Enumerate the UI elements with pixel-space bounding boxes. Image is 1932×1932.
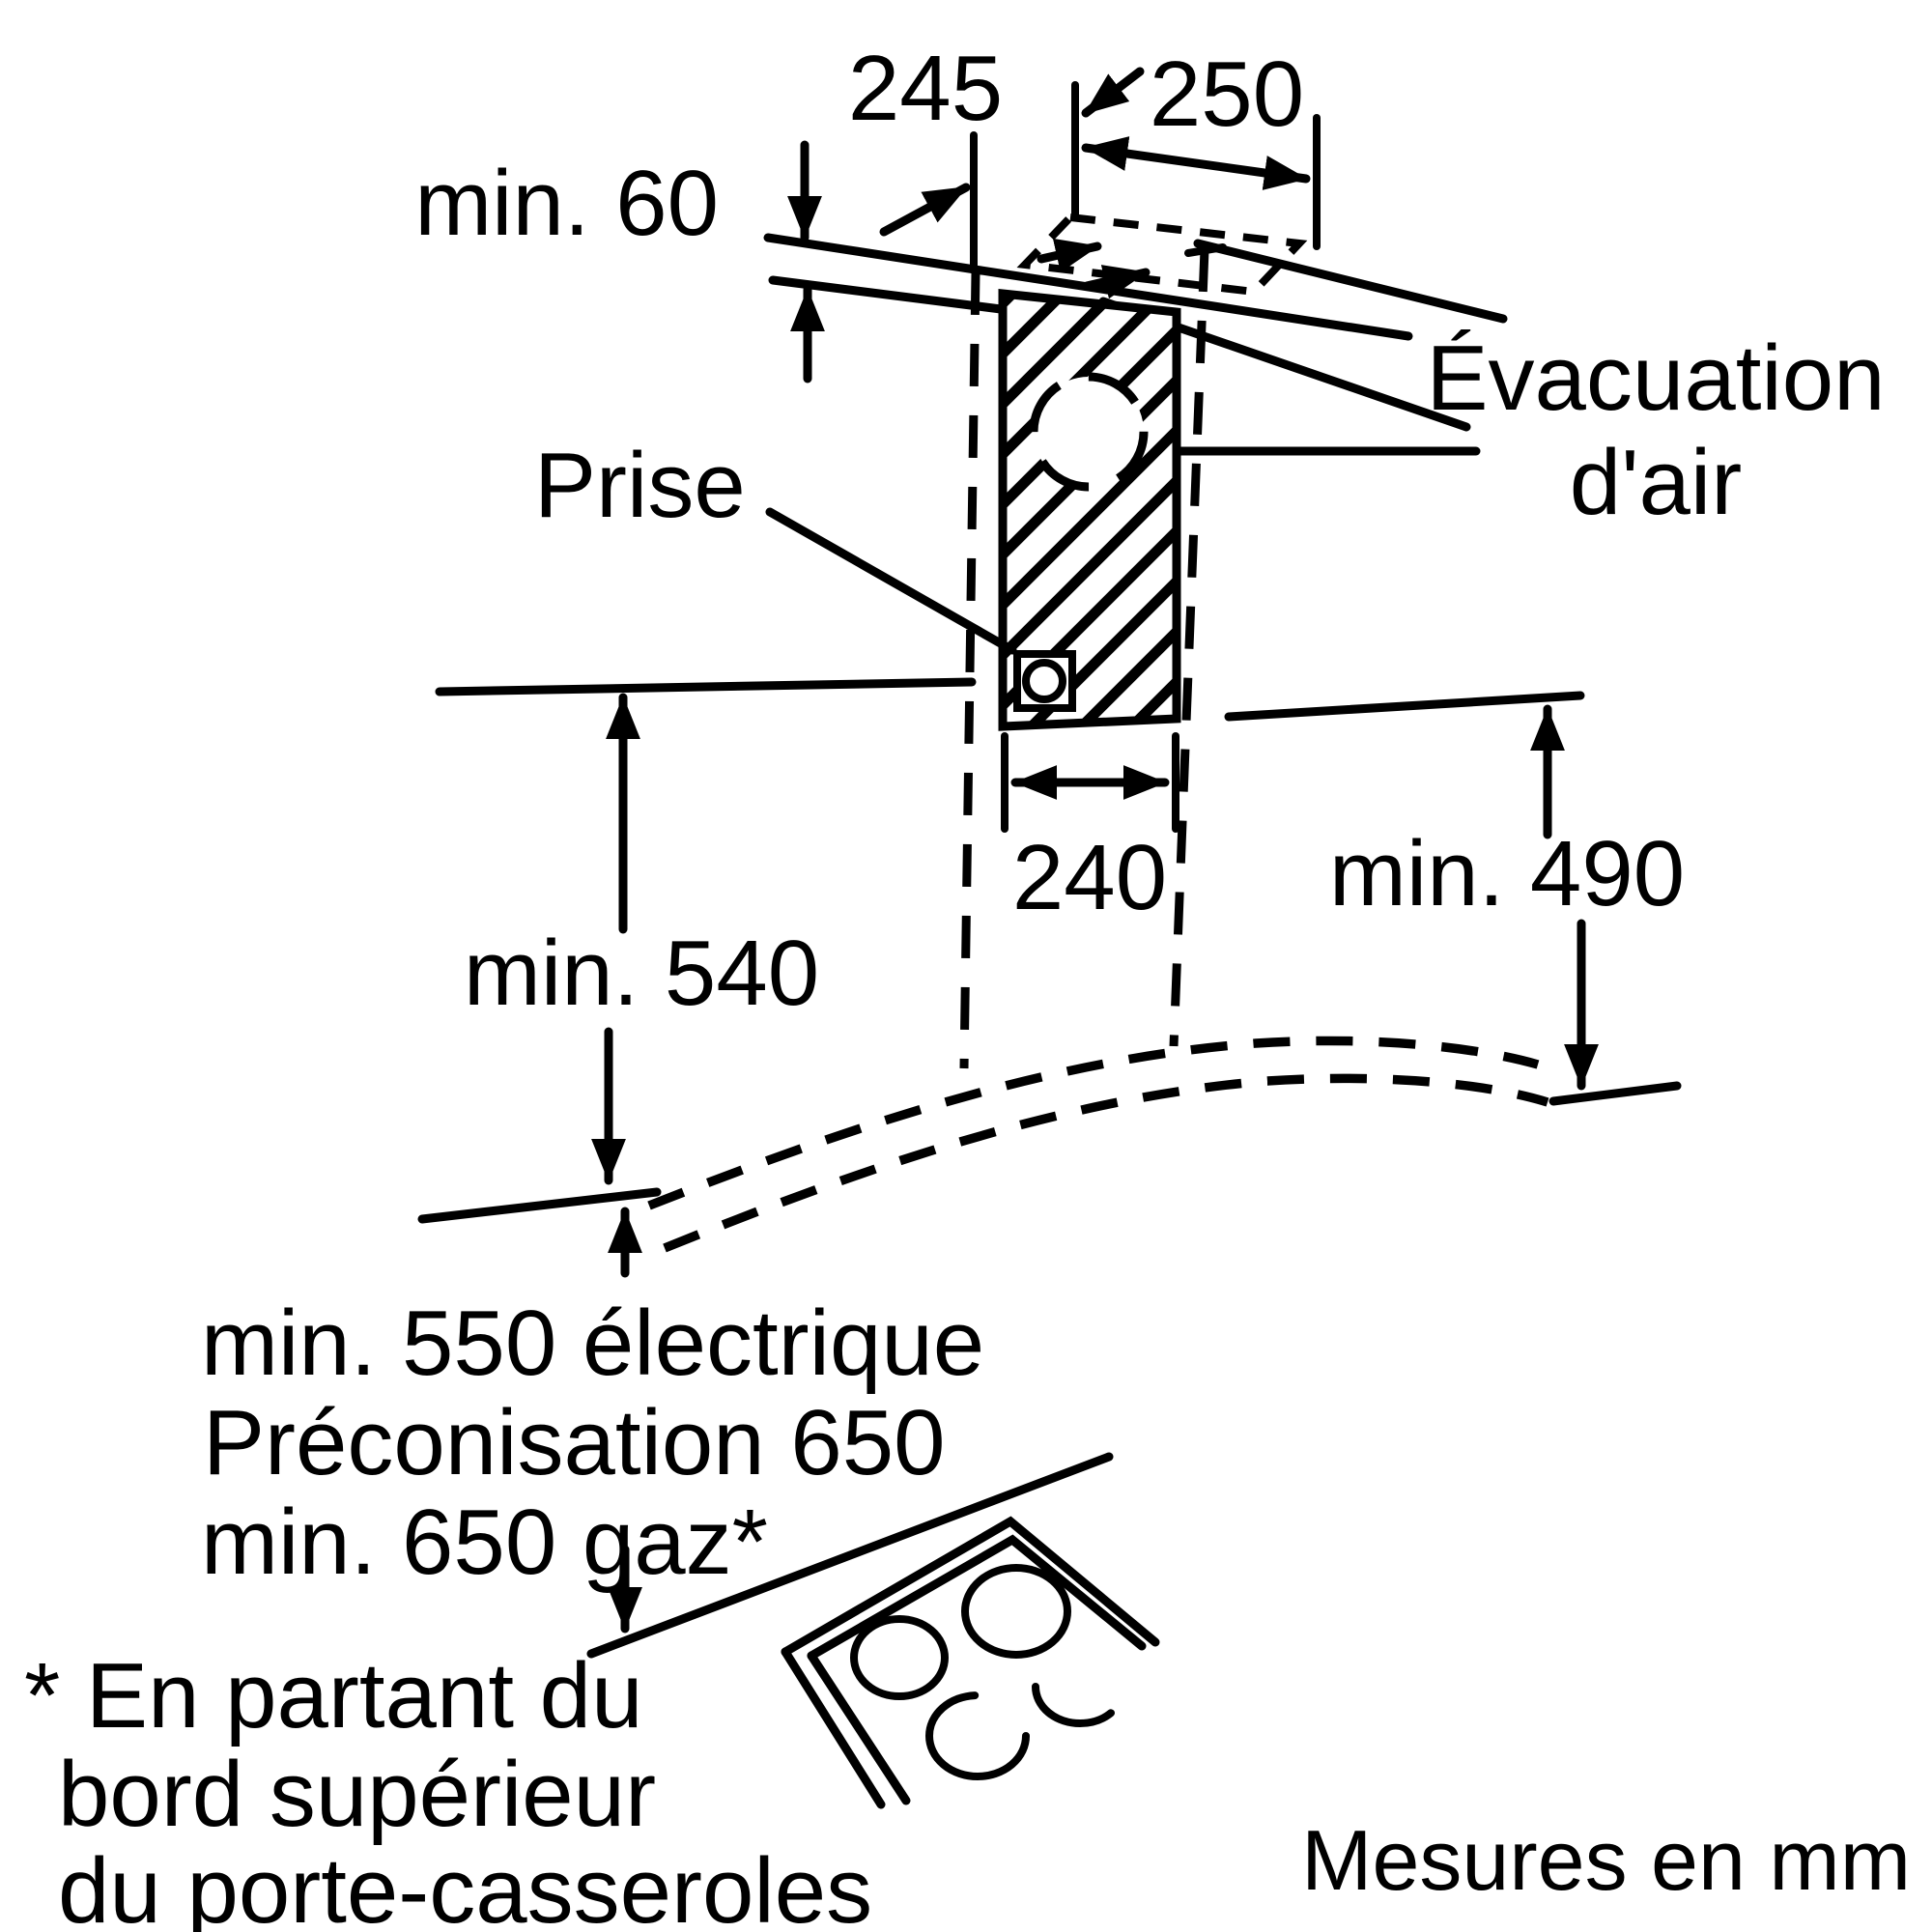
label-footnote-line3: du porte-casseroles (58, 1839, 872, 1932)
chimney-dashed-verticals (959, 248, 1209, 1069)
duct-shaft (998, 289, 1181, 731)
hob-front-edge-inner (807, 1651, 911, 1805)
label-evacuation-line2: d'air (1570, 431, 1742, 534)
label-clearance-line3: min. 650 gaz* (201, 1491, 768, 1594)
label-dim-min490: min. 490 (1329, 822, 1685, 925)
counter-back-edge (586, 1452, 1114, 1659)
label-dim-min540: min. 540 (464, 922, 819, 1025)
hob-rim-inner (807, 1534, 1147, 1661)
fan-outlet-circle (1029, 372, 1149, 492)
dim-min490-lines (1224, 691, 1682, 1106)
label-prise: Prise (534, 434, 746, 537)
hob-front-edge-outer (781, 1647, 886, 1809)
label-clearance-line1: min. 550 électrique (201, 1292, 984, 1395)
label-footnote-line2: bord supérieur (58, 1743, 656, 1846)
label-clearance-line2: Préconisation 650 (203, 1391, 946, 1494)
dim-240-lines (1001, 732, 1179, 833)
cooktop-drawing (586, 1452, 1160, 1809)
hood-canopy-dashed-curves (647, 1036, 1549, 1253)
burner-right-partial (1032, 1646, 1128, 1727)
label-units-note: Mesures en mm (1301, 1812, 1911, 1908)
hob-rim-outer (781, 1516, 1160, 1657)
socket-circle (1022, 659, 1066, 703)
dim-245-250-lines (879, 67, 1321, 274)
prise-leader-line (765, 507, 1017, 655)
dim-min60-arrows (787, 140, 825, 384)
label-dim-min60: min. 60 (414, 152, 719, 255)
burner-front-partial (925, 1691, 1030, 1780)
label-evacuation-line1: Évacuation (1427, 327, 1886, 430)
label-dim-240: 240 (1012, 826, 1167, 929)
label-dim-250: 250 (1150, 43, 1304, 146)
label-footnote-line1: * En partant du (24, 1644, 642, 1747)
label-dim-245: 245 (848, 37, 1003, 140)
burner-large (961, 1564, 1071, 1659)
burner-left (850, 1615, 949, 1700)
dim-min540-lines (417, 677, 977, 1634)
